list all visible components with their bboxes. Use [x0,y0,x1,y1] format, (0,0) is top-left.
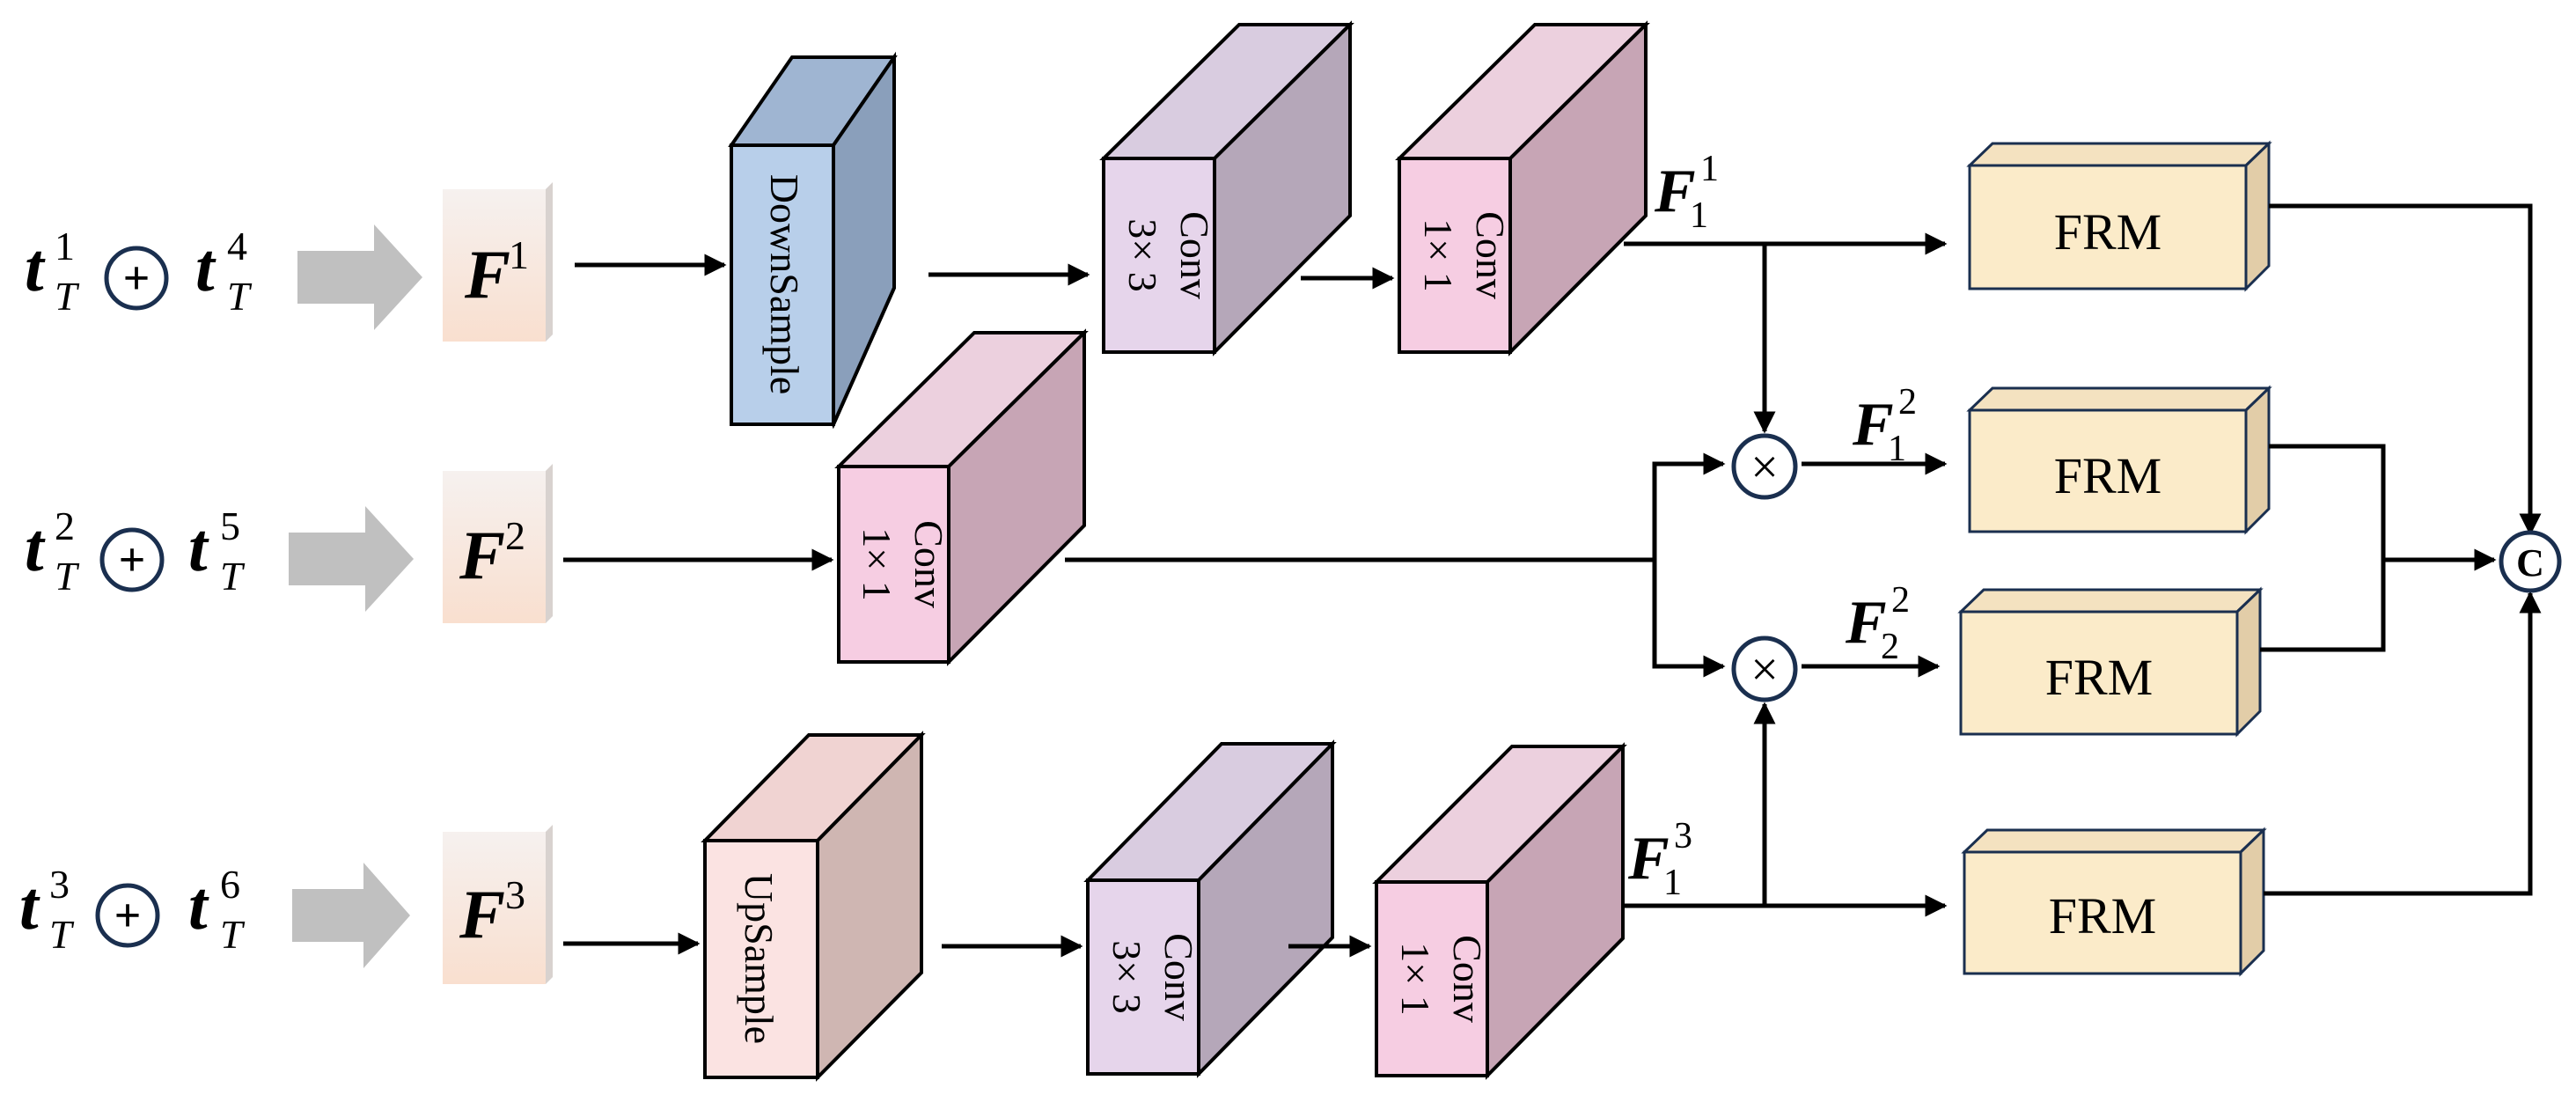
output-sub: 1 [1888,429,1906,469]
edge-split-mult2 [1652,560,1726,678]
conv-label: Conv [1445,935,1490,1023]
svg-text:+: + [119,533,146,586]
feature-f3: F [459,876,505,952]
input-t4-sub: T [227,274,253,319]
conv-1x1-block-1: Conv 1× 1 [1395,20,1650,356]
frm-box-3: FRM [1957,586,2264,738]
svg-text:+: + [114,889,142,942]
plus-icon: + [99,527,165,592]
feature-f2: F [459,517,505,593]
input-t1-sup: 1 [55,224,75,268]
output-sup: 3 [1674,816,1692,856]
output-base: F [1852,391,1894,459]
conv-3x3-block-3: Conv 3× 3 [1083,739,1337,1078]
svg-text:+: + [123,252,150,305]
input-t2: t [25,509,46,585]
feature-box-2: F 2 [443,464,553,623]
frm-label: FRM [2054,447,2162,504]
output-sup: 2 [1891,580,1910,621]
conv-label: Conv [1156,933,1201,1021]
edge-frm4-concat [2264,591,2542,896]
output-label-f22: F 2 2 [1845,580,1910,667]
output-sup: 2 [1898,382,1917,423]
output-label-f12: F 2 1 [1852,382,1917,469]
input-row-2: t 2 T + t 5 T [25,503,246,599]
input-t6-sup: 6 [220,862,240,907]
multiply-icon: × [1731,433,1798,500]
input-t3: t [19,867,40,944]
downsample-block: DownSample [728,51,898,430]
arrow-gray-3 [292,863,410,968]
upsample-block: UpSample [701,731,926,1082]
multiply-icon: × [1731,636,1798,702]
concat-icon: C [2499,530,2562,593]
output-sup: 1 [1700,149,1719,189]
frm-label: FRM [2054,203,2162,261]
input-t3-sup: 3 [49,862,70,907]
svg-text:C: C [2516,541,2544,584]
svg-text:×: × [1750,440,1779,495]
feature-f1: F [464,236,510,312]
output-sub: 1 [1663,863,1682,903]
conv-3x3-block-1: Conv 3× 3 [1099,20,1354,356]
input-t5-sub: T [220,554,246,599]
conv-label: Conv [906,520,951,608]
output-label-f13: F 3 1 [1627,816,1692,903]
edge-split-mult1 [1652,452,1726,666]
frm-label: FRM [2045,649,2154,706]
conv-kernel-label: 1× 1 [1416,218,1461,291]
output-base: F [1654,158,1696,225]
arrow-gray-2 [289,506,414,612]
output-label-f11: F 1 1 [1654,149,1719,236]
plus-icon: + [95,883,160,948]
input-t3-sub: T [49,912,75,957]
svg-text:×: × [1750,643,1779,697]
feature-box-3: F 3 [443,825,553,984]
arrow-gray-1 [297,224,422,330]
frm-box-2: FRM [1966,385,2272,535]
feature-f2-sup: 2 [505,513,525,558]
output-sub: 1 [1690,195,1708,236]
input-t6-sub: T [220,912,246,957]
conv-kernel-label: 1× 1 [855,527,899,600]
input-t6: t [188,867,209,944]
feature-f3-sup: 3 [505,872,525,917]
downsample-label: DownSample [762,174,807,394]
conv-kernel-label: 1× 1 [1393,942,1438,1015]
input-t5-sup: 5 [220,503,240,548]
output-base: F [1627,825,1670,893]
feature-f1-sup: 1 [509,232,529,277]
input-row-3: t 3 T + t 6 T [19,862,246,957]
conv-kernel-label: 3× 3 [1120,218,1165,291]
frm-label: FRM [2049,887,2157,944]
input-t2-sup: 2 [55,503,75,548]
plus-icon: + [104,246,169,311]
conv-kernel-label: 3× 3 [1105,940,1149,1013]
conv-label: Conv [1172,211,1217,299]
frm-box-4: FRM [1961,827,2267,977]
output-sub: 2 [1881,627,1899,667]
input-t2-sub: T [55,554,80,599]
conv-label: Conv [1468,211,1513,299]
connectors [563,203,2542,958]
input-t4-sup: 4 [227,224,247,268]
feature-box-1: F 1 [443,182,553,342]
upsample-label: UpSample [737,873,782,1044]
input-t1: t [25,229,46,305]
input-t5: t [188,509,209,585]
output-base: F [1845,589,1887,657]
frm-box-1: FRM [1966,140,2272,292]
input-t1-sub: T [55,274,80,319]
conv-1x1-block-3: Conv 1× 1 [1372,742,1627,1080]
edge-frm23-merge [2260,444,2386,652]
input-t4: t [195,229,217,305]
conv-1x1-block-2: Conv 1× 1 [834,328,1089,666]
edge-frm1-concat [2269,203,2542,536]
input-row-1: t 1 T + t 4 T [25,224,253,319]
